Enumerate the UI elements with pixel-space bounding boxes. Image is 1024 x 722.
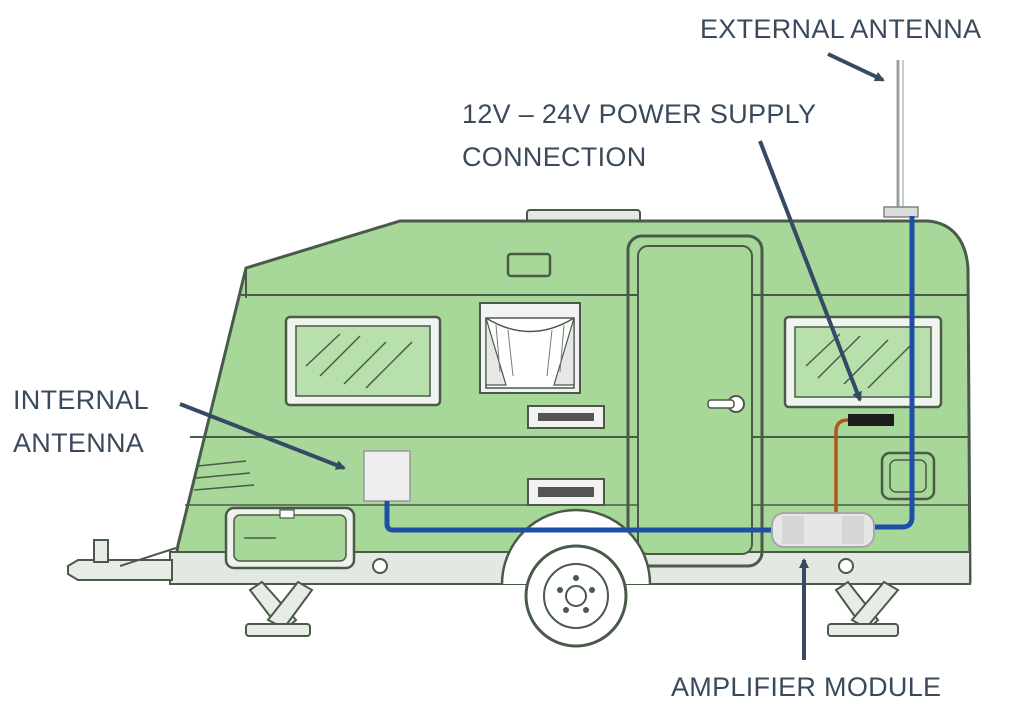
label-power-supply-line1: 12V – 24V POWER SUPPLY: [462, 99, 817, 129]
caravan-door: [626, 234, 764, 568]
amplifier-module: [771, 512, 875, 548]
curtain-window: [479, 302, 581, 394]
arrow-power-supply: [758, 140, 862, 402]
arrow-external-antenna: [827, 52, 885, 82]
label-external-antenna: EXTERNAL ANTENNA: [700, 8, 981, 51]
label-external-antenna-text: EXTERNAL ANTENNA: [700, 14, 982, 44]
label-internal-antenna-line2: ANTENNA: [13, 428, 145, 458]
right-window: [783, 315, 943, 409]
arrow-internal-antenna: [179, 402, 346, 470]
stabilizer-legs: [245, 580, 900, 637]
leader-arrows: [179, 52, 885, 660]
external-antenna: [883, 60, 919, 218]
label-amplifier-module: AMPLIFIER MODULE: [671, 666, 941, 709]
wheel: [500, 508, 652, 648]
drawbar-hitch: [67, 539, 177, 581]
front-locker: [224, 506, 356, 570]
left-window: [284, 315, 442, 407]
label-amplifier-module-text: AMPLIFIER MODULE: [671, 672, 942, 702]
label-power-supply-line2: CONNECTION: [462, 142, 647, 172]
label-internal-antenna: INTERNAL ANTENNA: [13, 379, 149, 465]
internal-antenna-panel: [363, 450, 411, 502]
label-internal-antenna-line1: INTERNAL: [13, 385, 149, 415]
coax-cable: [384, 216, 915, 533]
power-cable: [834, 414, 894, 514]
label-power-supply: 12V – 24V POWER SUPPLY CONNECTION: [462, 93, 816, 179]
